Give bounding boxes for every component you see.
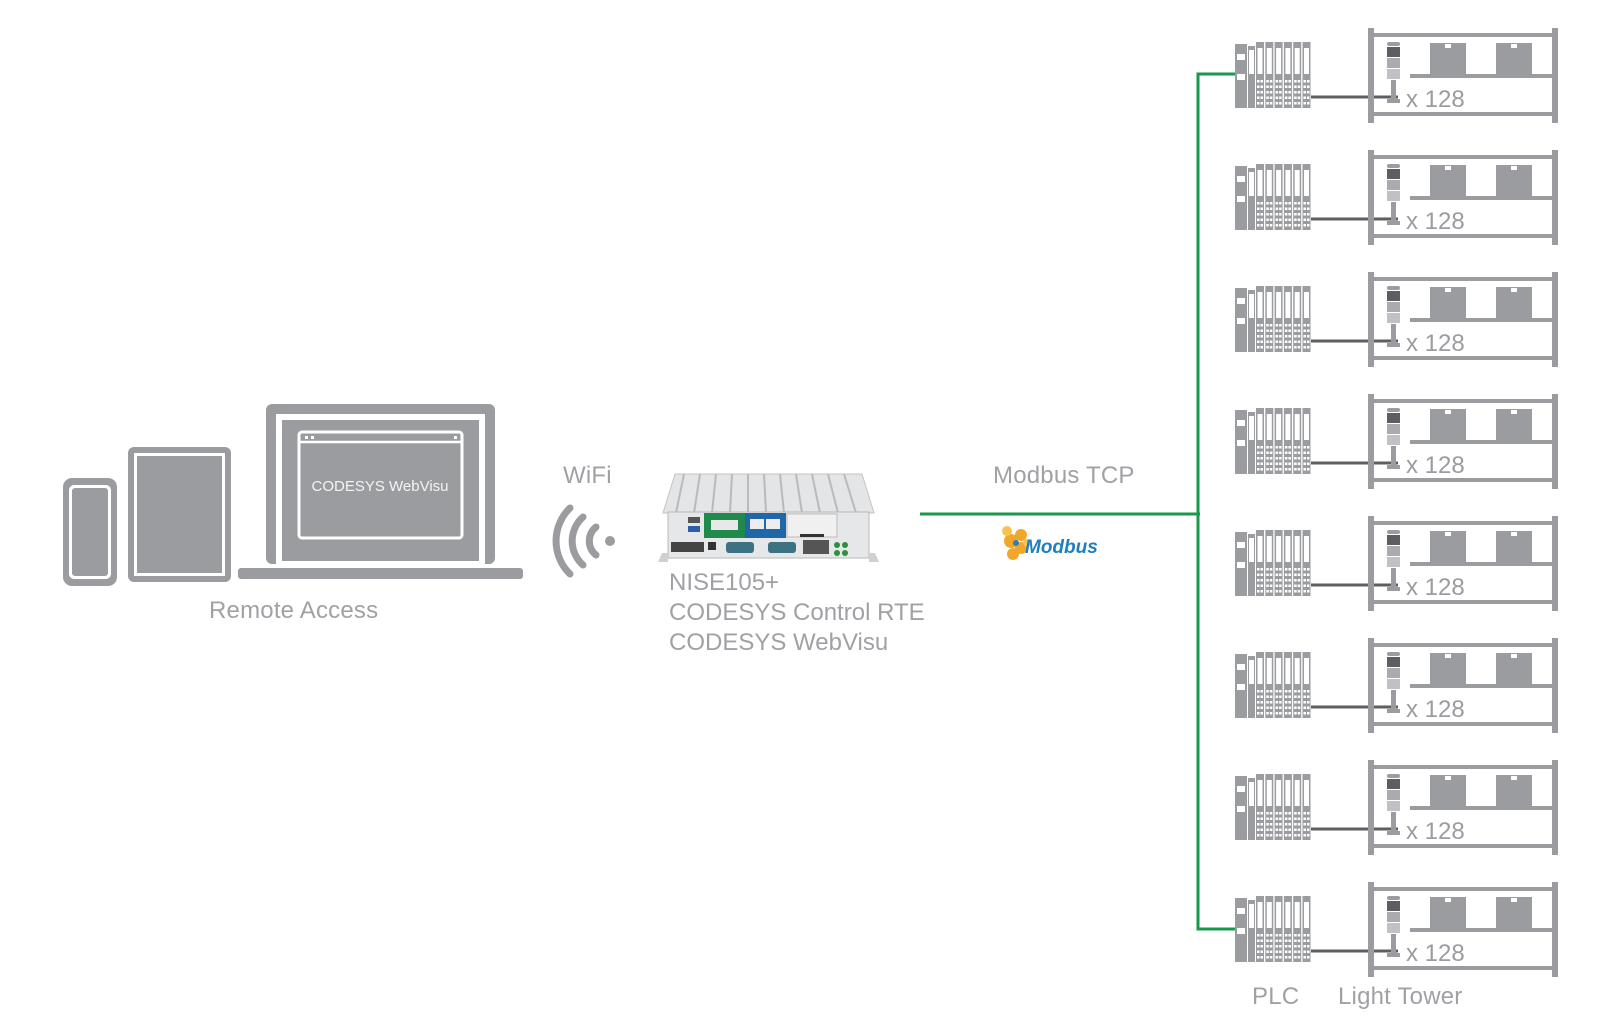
box-icon xyxy=(1430,897,1466,928)
light-tower-footer-label: Light Tower xyxy=(1338,983,1463,1010)
controller-label-block: NISE105+ CODESYS Control RTE CODESYS Web… xyxy=(669,568,925,658)
plc-footer-label: PLC xyxy=(1252,983,1300,1010)
light-tower-count: x 128 xyxy=(1406,696,1465,723)
plc-row: x 128 xyxy=(1235,516,1558,611)
rack-icon xyxy=(1368,882,1558,977)
rack-icon xyxy=(1368,272,1558,367)
plc-icon xyxy=(1235,408,1311,474)
modbus-tcp-label: Modbus TCP xyxy=(993,462,1135,489)
box-icon xyxy=(1496,897,1532,928)
nise105-device-image xyxy=(658,473,879,562)
plc-row: x 128 xyxy=(1235,150,1558,245)
laptop-screen-text: CODESYS WebVisu xyxy=(312,478,449,495)
box-icon xyxy=(1496,653,1532,684)
modbus-tcp-bus-line xyxy=(920,72,1235,931)
box-icon xyxy=(1496,409,1532,440)
plc-row: x 128 xyxy=(1235,272,1558,367)
plc-icon xyxy=(1235,652,1311,718)
laptop-icon xyxy=(238,404,523,579)
rack-icon xyxy=(1368,150,1558,245)
light-tower-count: x 128 xyxy=(1406,208,1465,235)
plc-icon xyxy=(1235,896,1311,962)
light-tower-icon xyxy=(1387,42,1400,103)
light-tower-icon xyxy=(1387,774,1400,835)
controller-name: NISE105+ xyxy=(669,569,780,596)
rack-icon xyxy=(1368,28,1558,123)
rack-icon xyxy=(1368,638,1558,733)
light-tower-icon xyxy=(1387,530,1400,591)
plc-icon xyxy=(1235,286,1311,352)
plc-row: x 128 xyxy=(1235,394,1558,489)
light-tower-icon xyxy=(1387,164,1400,225)
light-tower-count: x 128 xyxy=(1406,940,1465,967)
light-tower-count: x 128 xyxy=(1406,818,1465,845)
light-tower-icon xyxy=(1387,652,1400,713)
plc-row: x 128 xyxy=(1235,882,1558,977)
box-icon xyxy=(1430,653,1466,684)
plc-icon xyxy=(1235,42,1311,108)
rack-icon xyxy=(1368,760,1558,855)
plc-icon xyxy=(1235,774,1311,840)
controller-software-2: CODESYS WebVisu xyxy=(669,629,889,656)
box-icon xyxy=(1496,775,1532,806)
box-icon xyxy=(1430,775,1466,806)
light-tower-count: x 128 xyxy=(1406,86,1465,113)
box-icon xyxy=(1430,409,1466,440)
box-icon xyxy=(1496,287,1532,318)
box-icon xyxy=(1430,531,1466,562)
box-icon xyxy=(1430,287,1466,318)
rack-icon xyxy=(1368,394,1558,489)
light-tower-count: x 128 xyxy=(1406,452,1465,479)
phone-icon xyxy=(63,478,117,586)
plc-row: x 128 xyxy=(1235,638,1558,733)
wifi-label: WiFi xyxy=(563,462,612,489)
light-tower-count: x 128 xyxy=(1406,574,1465,601)
plc-icon xyxy=(1235,530,1311,596)
modbus-logo: Modbus xyxy=(1002,526,1098,560)
light-tower-count: x 128 xyxy=(1406,330,1465,357)
box-icon xyxy=(1496,43,1532,74)
plc-row: x 128 xyxy=(1235,28,1558,123)
plc-icon xyxy=(1235,164,1311,230)
box-icon xyxy=(1496,531,1532,562)
tablet-icon xyxy=(128,447,231,582)
rack-icon xyxy=(1368,516,1558,611)
controller-software-1: CODESYS Control RTE xyxy=(669,599,925,626)
plc-row: x 128 xyxy=(1235,760,1558,855)
light-tower-icon xyxy=(1387,408,1400,469)
light-tower-icon xyxy=(1387,896,1400,957)
remote-access-label: Remote Access xyxy=(209,597,379,624)
box-icon xyxy=(1430,165,1466,196)
modbus-logo-text: Modbus xyxy=(1025,537,1098,558)
box-icon xyxy=(1430,43,1466,74)
box-icon xyxy=(1496,165,1532,196)
light-tower-icon xyxy=(1387,286,1400,347)
wifi-icon xyxy=(552,504,615,578)
plc-rows: x 128 x 128 x 128 x 128 x 128 x 128 x 128 x 128 xyxy=(1235,28,1558,977)
